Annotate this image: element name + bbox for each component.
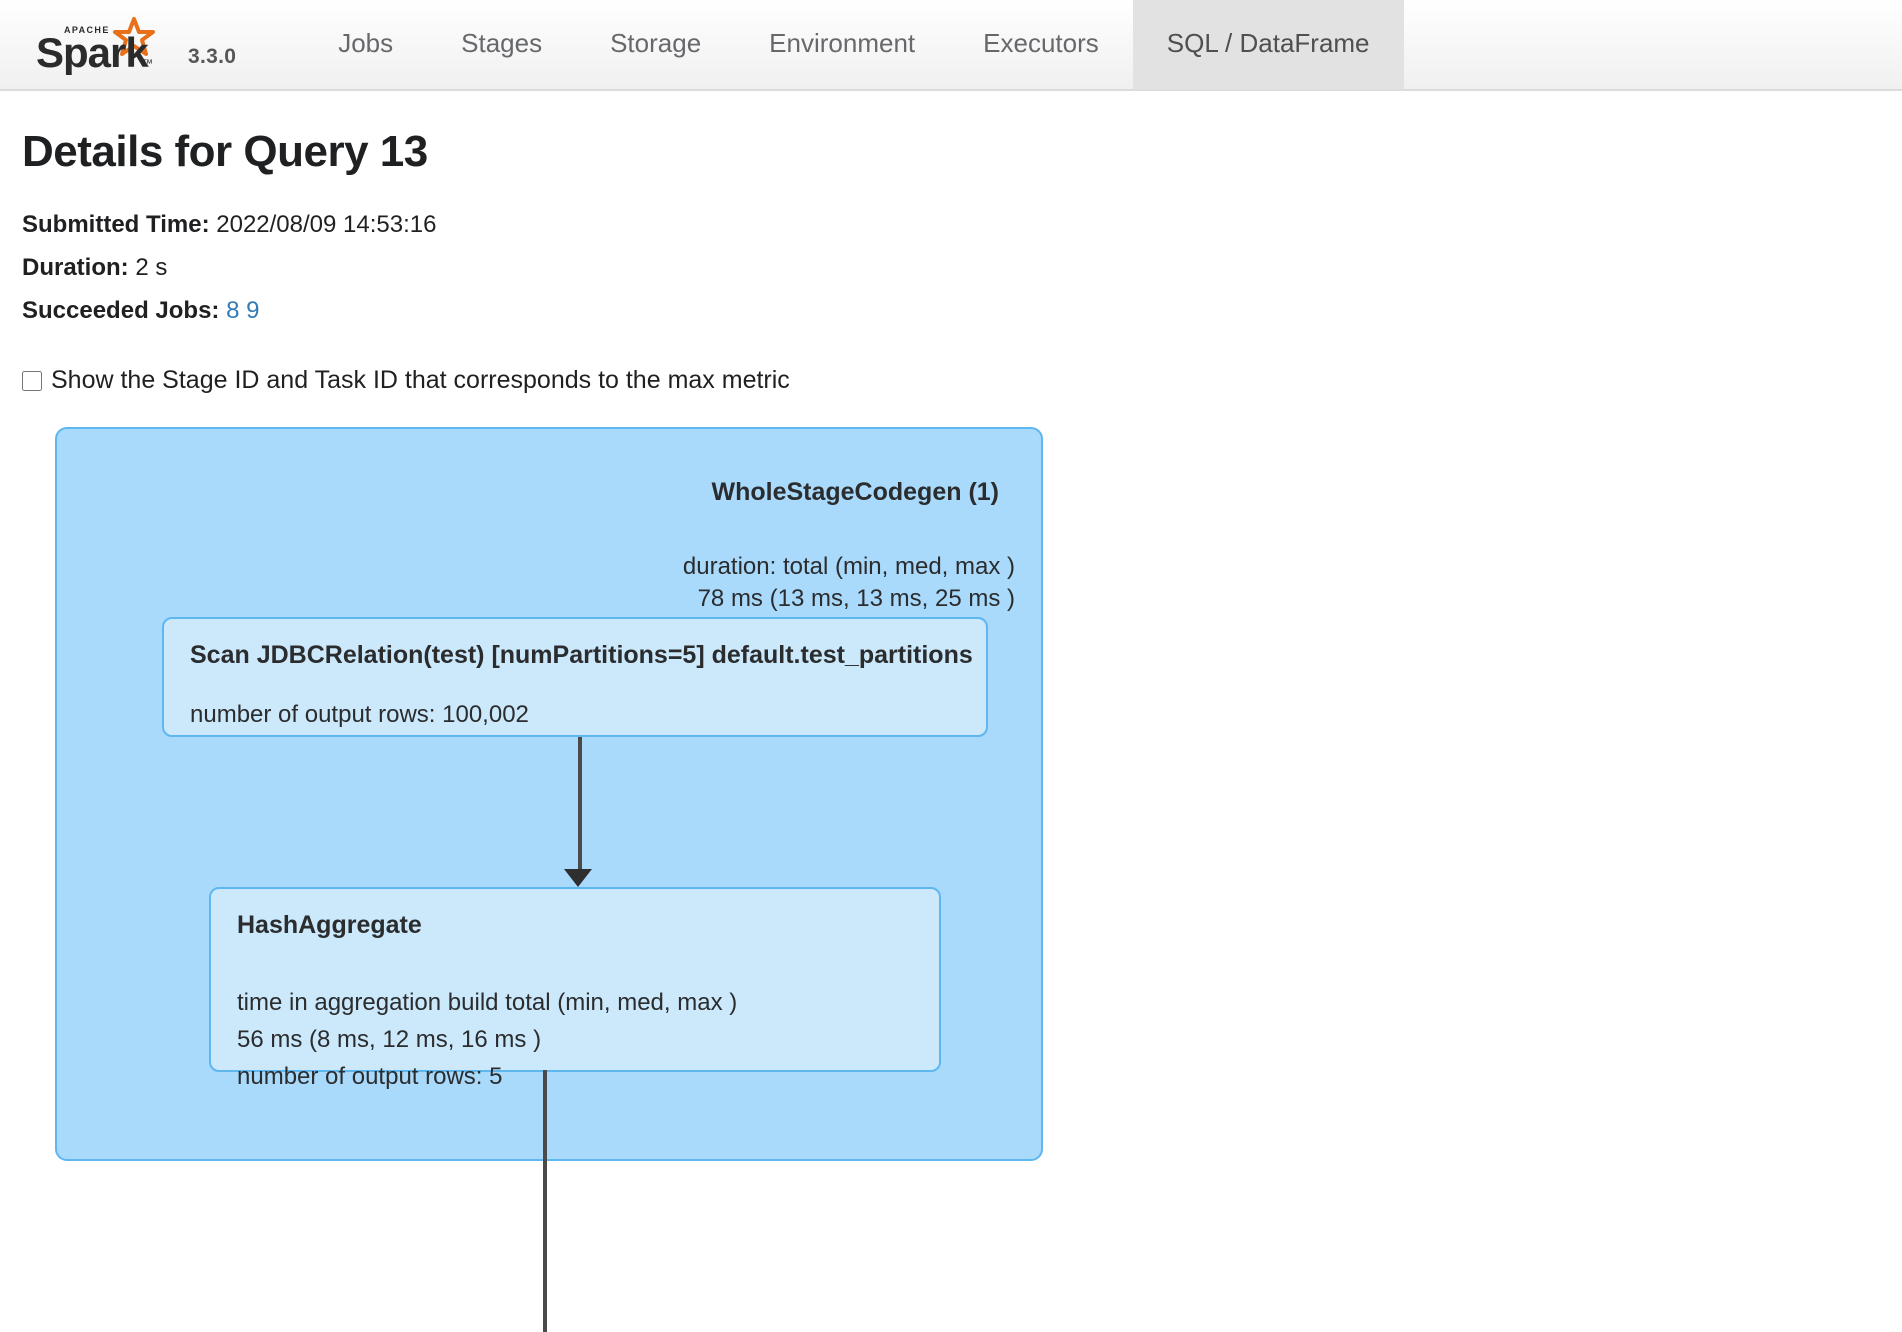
edge-hashaggregate-downstream xyxy=(543,1070,547,1332)
hashaggregate-node-title: HashAggregate xyxy=(237,911,422,939)
stage-metric-duration-header: duration: total (min, med, max ) xyxy=(682,553,1015,580)
edge-scan-to-hashaggregate-arrowhead-icon xyxy=(564,869,592,887)
tab-environment[interactable]: Environment xyxy=(769,28,916,58)
succeeded-jobs-row: Succeeded Jobs: 8 9 xyxy=(22,289,1902,332)
brand-block[interactable]: APACHE Spark ™ 3.3.0 xyxy=(0,17,236,89)
hashaggregate-output-rows: number of output rows: 5 xyxy=(237,1063,503,1090)
duration-value: 2 s xyxy=(135,254,168,281)
duration-label: Duration: xyxy=(22,254,129,281)
show-stage-task-id-label: Show the Stage ID and Task ID that corre… xyxy=(51,366,790,394)
succeeded-job-link-9[interactable]: 9 xyxy=(246,297,260,324)
stage-title: WholeStageCodegen (1) xyxy=(711,478,999,506)
show-stage-task-id-row[interactable]: Show the Stage ID and Task ID that corre… xyxy=(22,366,1902,395)
succeeded-job-link-8[interactable]: 8 xyxy=(226,297,240,324)
show-stage-task-id-checkbox[interactable] xyxy=(22,370,42,391)
hashaggregate-build-time-header: time in aggregation build total (min, me… xyxy=(237,989,738,1016)
tab-jobs[interactable]: Jobs xyxy=(338,28,394,58)
svg-text:Spark: Spark xyxy=(36,29,149,75)
tab-stages[interactable]: Stages xyxy=(461,28,543,58)
page-body: Details for Query 13 Submitted Time: 202… xyxy=(0,91,1902,1332)
submitted-time-label: Submitted Time: xyxy=(22,211,210,238)
stage-metric-duration-values: 78 ms (13 ms, 13 ms, 25 ms ) xyxy=(697,585,1015,612)
duration-row: Duration: 2 s xyxy=(22,246,1902,289)
stage-header: WholeStageCodegen (1) xyxy=(29,478,1013,507)
dag-node-hashaggregate[interactable]: HashAggregate time in aggregation build … xyxy=(209,887,941,1090)
submitted-time-row: Submitted Time: 2022/08/09 14:53:16 xyxy=(22,203,1902,246)
dag-node-scan-jdbcrelation[interactable]: Scan JDBCRelation(test) [numPartitions=5… xyxy=(162,617,988,737)
scan-node-title: Scan JDBCRelation(test) [numPartitions=5… xyxy=(190,641,973,669)
scan-node-metrics: number of output rows: 100,002 xyxy=(190,696,960,733)
top-navbar: APACHE Spark ™ 3.3.0 Jobs Stages Storage… xyxy=(0,0,1902,91)
hashaggregate-node-metrics: time in aggregation build total (min, me… xyxy=(237,984,913,1095)
tab-storage[interactable]: Storage xyxy=(610,28,702,58)
wholestagecodegen-stage-box[interactable]: WholeStageCodegen (1) duration: total (m… xyxy=(55,427,1043,1161)
tab-executors[interactable]: Executors xyxy=(983,28,1099,58)
page-title: Details for Query 13 xyxy=(22,127,428,176)
sql-dag-graph: WholeStageCodegen (1) duration: total (m… xyxy=(22,427,1222,1332)
stage-metrics: duration: total (min, med, max ) 78 ms (… xyxy=(683,551,1027,615)
edge-scan-to-hashaggregate xyxy=(578,737,582,872)
succeeded-jobs-label: Succeeded Jobs: xyxy=(22,297,220,324)
main-nav-tabs: Jobs Stages Storage Environment Executor… xyxy=(304,0,1404,89)
hashaggregate-build-time-values: 56 ms (8 ms, 12 ms, 16 ms ) xyxy=(237,1026,542,1053)
submitted-time-value: 2022/08/09 14:53:16 xyxy=(216,211,437,238)
svg-text:™: ™ xyxy=(142,58,153,70)
apache-spark-logo: APACHE Spark ™ xyxy=(30,17,180,76)
spark-version: 3.3.0 xyxy=(188,45,237,68)
scan-output-rows: number of output rows: 100,002 xyxy=(190,701,529,728)
tab-sql-dataframe[interactable]: SQL / DataFrame xyxy=(1132,0,1404,89)
svg-text:APACHE: APACHE xyxy=(64,25,110,35)
